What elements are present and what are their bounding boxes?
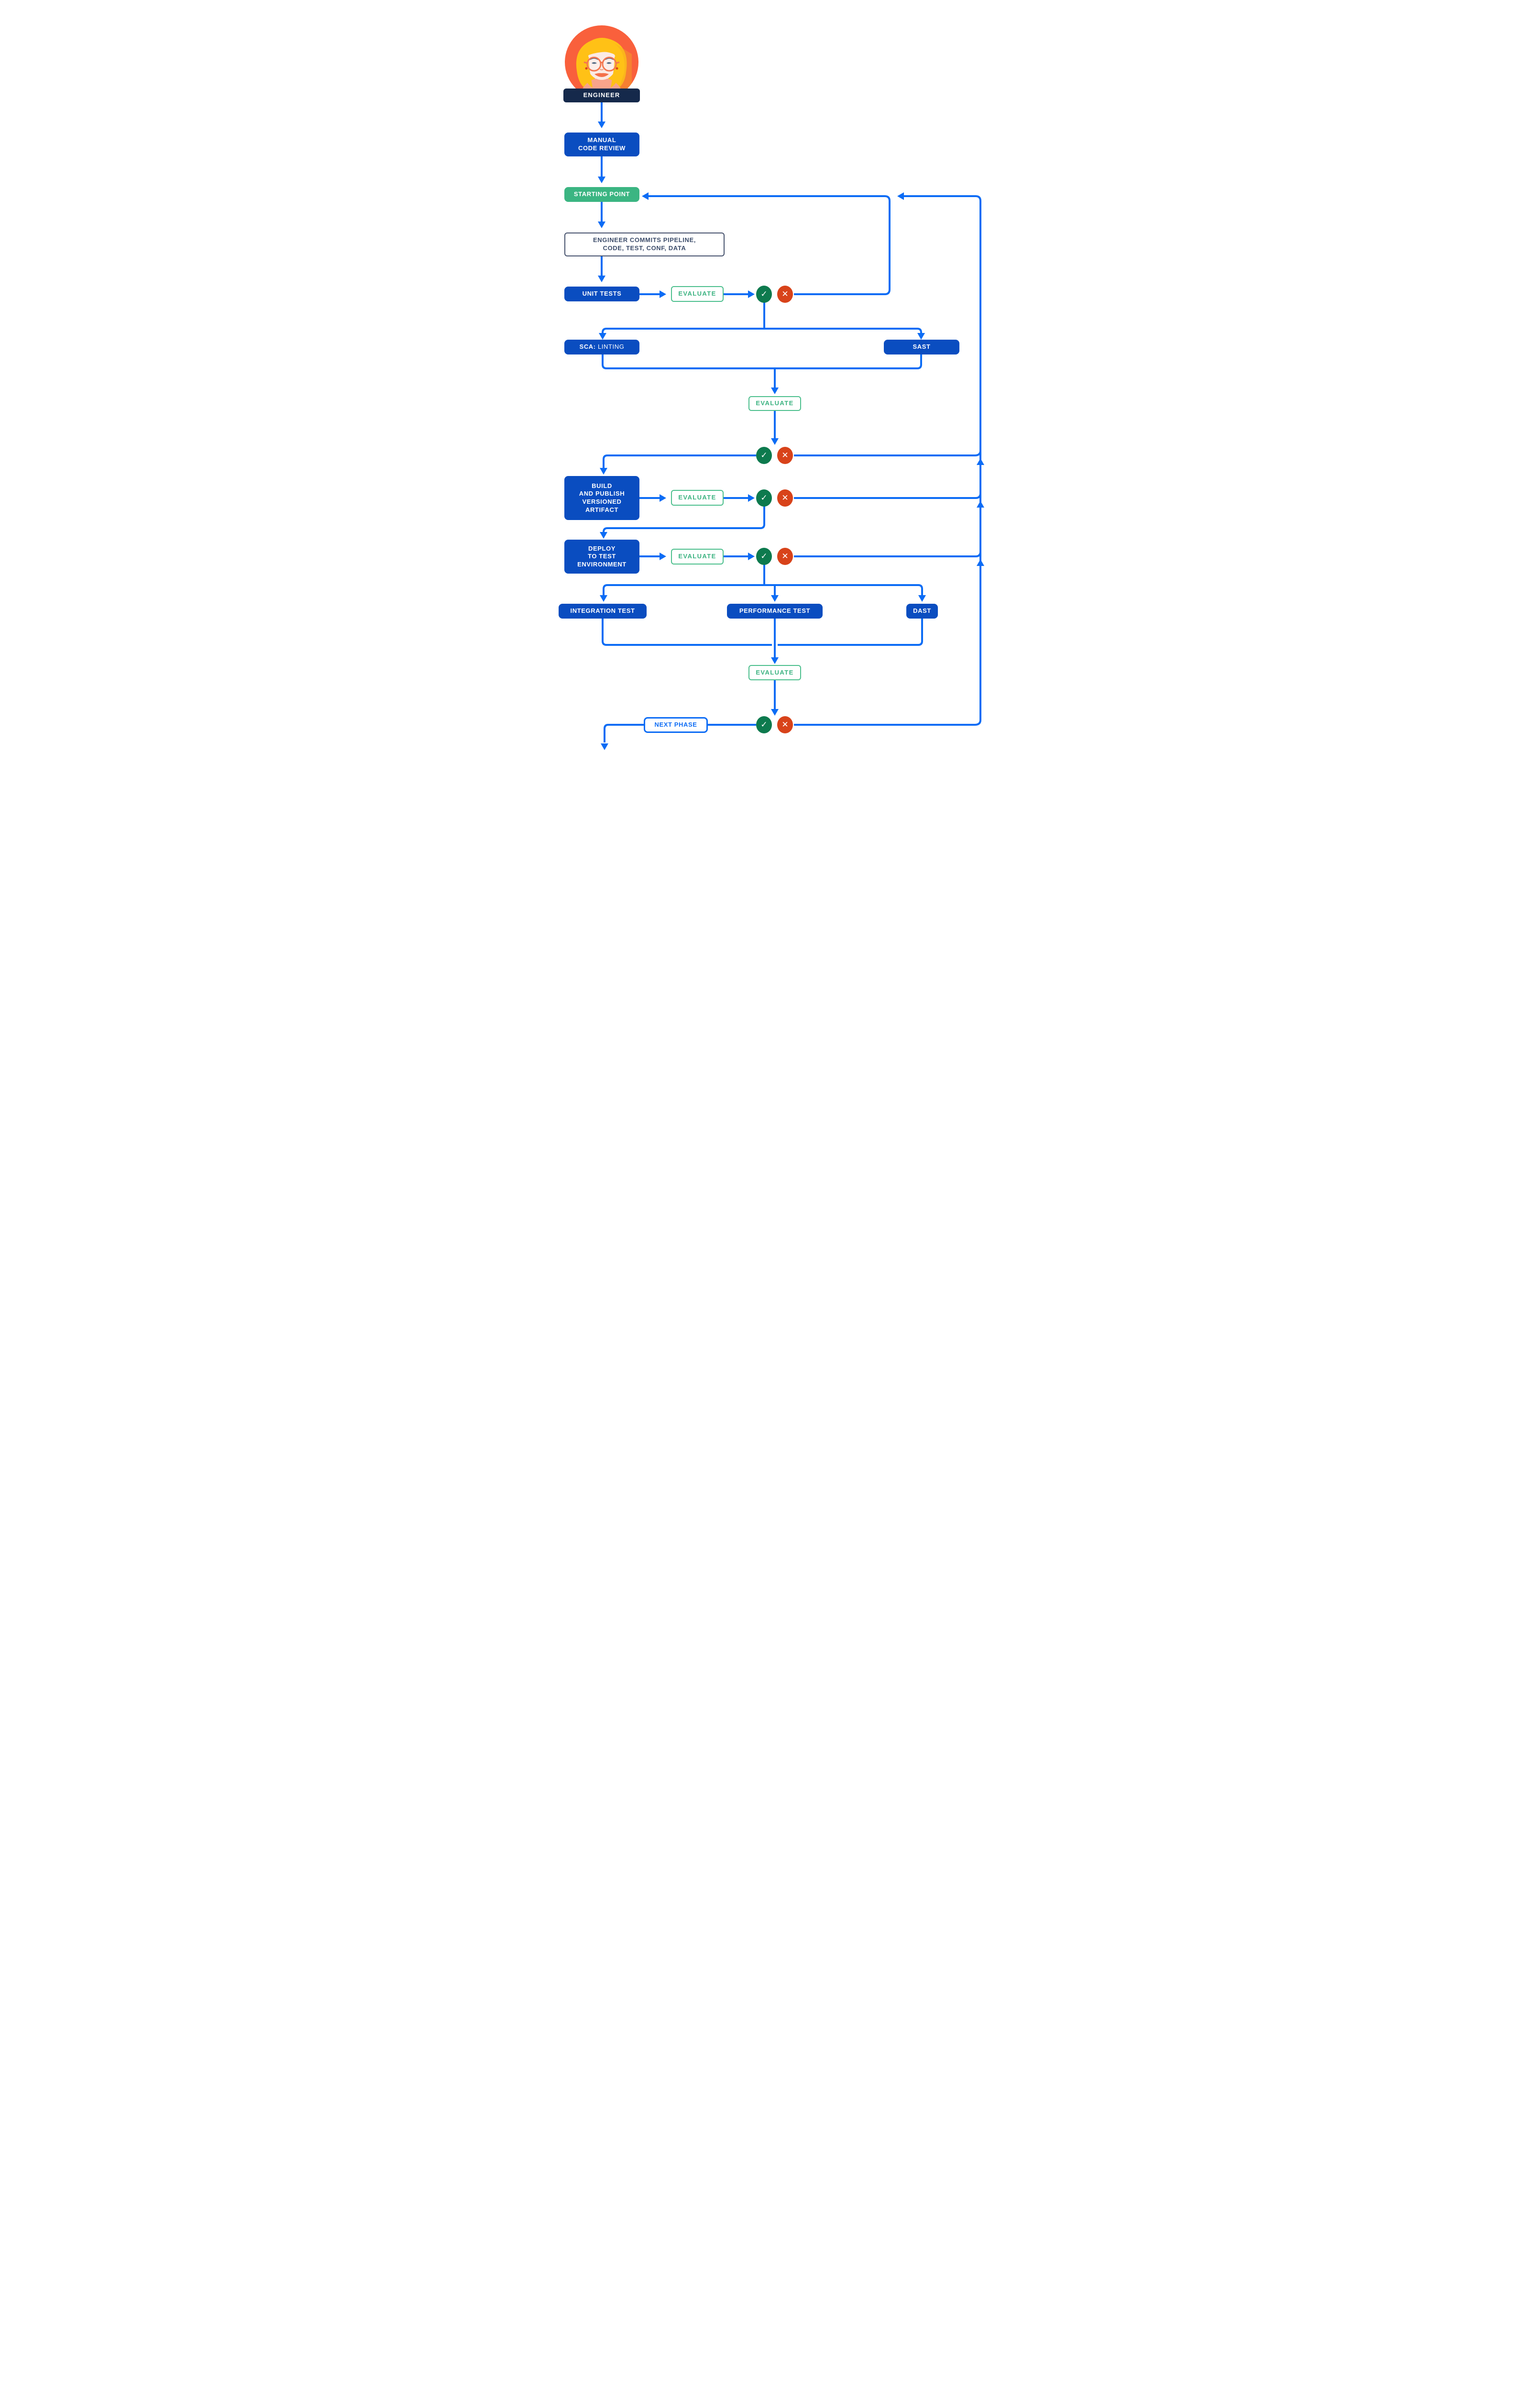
commits-line1: ENGINEER COMMITS PIPELINE,	[593, 236, 696, 244]
evaluate-text: EVALUATE	[756, 399, 794, 407]
evaluate-text: EVALUATE	[678, 553, 716, 560]
avatar-illustration	[565, 25, 638, 99]
check-icon: ✓	[760, 552, 768, 561]
sca-text: SCA: LINTING	[580, 343, 625, 351]
build-line1: BUILD	[592, 482, 612, 489]
dast-step: DAST	[906, 604, 938, 619]
x-icon: ✕	[781, 552, 789, 561]
starting-point-text: STARTING POINT	[573, 190, 630, 198]
integration-text: INTEGRATION TEST	[570, 607, 635, 615]
evaluate-text: EVALUATE	[678, 290, 716, 298]
evaluate-step-4: EVALUATE	[671, 549, 724, 565]
fail-indicator-5: ✕	[777, 716, 793, 733]
check-icon: ✓	[760, 289, 768, 299]
fail-indicator-2: ✕	[777, 447, 793, 464]
engineer-avatar	[565, 25, 638, 99]
fail-indicator-4: ✕	[777, 548, 793, 565]
pass-indicator-4: ✓	[756, 548, 772, 565]
evaluate-step-3: EVALUATE	[671, 490, 724, 506]
flow-connectors	[598, 102, 984, 750]
deploy-test-env-step: DEPLOY TO TEST ENVIRONMENT	[564, 540, 639, 574]
flowchart-canvas: ENGINEER MANUAL CODE REVIEW STARTING POI…	[536, 0, 1004, 765]
pass-indicator-5: ✓	[756, 716, 772, 733]
deploy-line2: TO TEST	[588, 553, 616, 560]
starting-point-step: STARTING POINT	[564, 187, 639, 202]
evaluate-step-1: EVALUATE	[671, 286, 724, 302]
manual-line2: CODE REVIEW	[578, 144, 626, 152]
fail-indicator-3: ✕	[777, 489, 793, 507]
build-line3: VERSIONED	[582, 498, 622, 505]
x-icon: ✕	[781, 720, 789, 730]
next-phase-text: NEXT PHASE	[654, 721, 697, 729]
sca-strong: SCA:	[579, 343, 596, 351]
check-icon: ✓	[760, 451, 768, 460]
sca-rest: LINTING	[595, 343, 625, 351]
x-icon: ✕	[781, 451, 789, 460]
build-publish-step: BUILD AND PUBLISH VERSIONED ARTIFACT	[564, 476, 639, 520]
evaluate-step-5: EVALUATE	[748, 665, 801, 680]
evaluate-step-2: EVALUATE	[748, 396, 801, 411]
deploy-line3: ENVIRONMENT	[577, 560, 627, 568]
engineer-label: ENGINEER	[563, 89, 640, 102]
next-phase-step: NEXT PHASE	[644, 717, 708, 733]
sast-text: SAST	[913, 343, 931, 351]
engineer-label-text: ENGINEER	[583, 91, 620, 99]
deploy-line1: DEPLOY	[588, 544, 616, 552]
x-icon: ✕	[781, 493, 789, 503]
unit-tests-text: UNIT TESTS	[582, 290, 622, 298]
manual-line1: MANUAL	[587, 136, 616, 144]
unit-tests-step: UNIT TESTS	[564, 287, 639, 301]
sast-step: SAST	[884, 340, 959, 354]
evaluate-text: EVALUATE	[678, 494, 716, 501]
x-icon: ✕	[781, 289, 789, 299]
pass-indicator-1: ✓	[756, 286, 772, 303]
pass-indicator-2: ✓	[756, 447, 772, 464]
build-line2: AND PUBLISH	[579, 490, 625, 498]
build-line4: ARTIFACT	[585, 506, 619, 513]
check-icon: ✓	[760, 720, 768, 730]
manual-code-review-step: MANUAL CODE REVIEW	[564, 133, 639, 156]
performance-text: PERFORMANCE TEST	[739, 607, 811, 615]
integration-test-step: INTEGRATION TEST	[559, 604, 647, 619]
sca-linting-step: SCA: LINTING	[564, 340, 639, 354]
fail-indicator-1: ✕	[777, 286, 793, 303]
check-icon: ✓	[760, 493, 768, 503]
pass-indicator-3: ✓	[756, 489, 772, 507]
evaluate-text: EVALUATE	[756, 668, 794, 676]
commits-line2: CODE, TEST, CONF, DATA	[603, 244, 686, 252]
dast-text: DAST	[913, 607, 931, 615]
engineer-commits-step: ENGINEER COMMITS PIPELINE, CODE, TEST, C…	[564, 233, 725, 256]
performance-test-step: PERFORMANCE TEST	[727, 604, 823, 619]
